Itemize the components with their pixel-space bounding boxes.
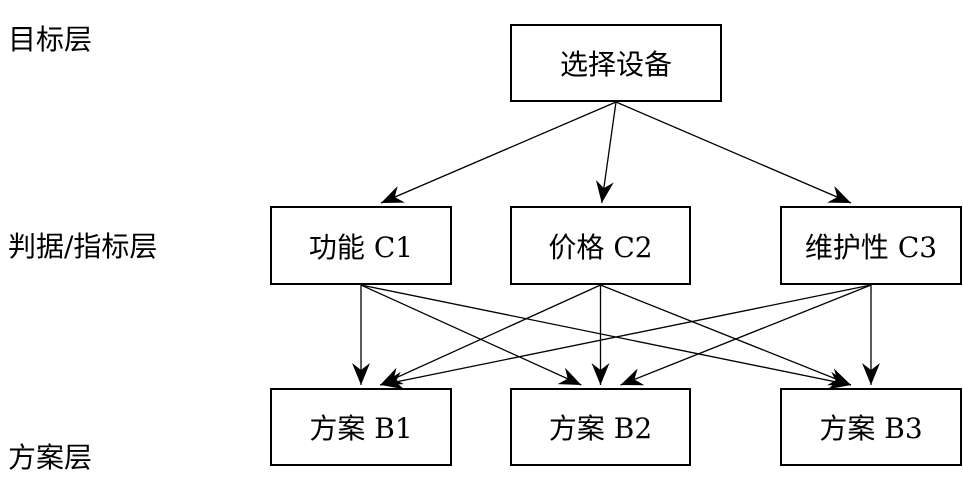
node-criterion-c1: 功能 C1 — [270, 206, 452, 285]
node-alternative-b3: 方案 B3 — [780, 388, 962, 466]
edge-c3-to-b1 — [380, 284, 872, 390]
edge-c3-to-b2 — [620, 284, 872, 386]
node-alternative-b1: 方案 B1 — [270, 388, 452, 466]
level-label-goal: 目标层 — [8, 23, 93, 56]
level-label-alternatives: 方案层 — [8, 441, 93, 474]
node-criterion-c2: 价格 C2 — [510, 206, 691, 285]
edge-goal-to-c3 — [615, 101, 852, 204]
node-criterion-c3: 维护性 C3 — [780, 206, 962, 285]
node-goal: 选择设备 — [510, 24, 722, 102]
level-label-criteria: 判据/指标层 — [8, 230, 158, 263]
edge-goal-to-c1 — [380, 101, 617, 204]
edge-goal-to-c2 — [595, 101, 617, 204]
edge-c1-to-b3 — [360, 284, 852, 390]
node-alternative-b2: 方案 B2 — [510, 388, 691, 466]
edge-c1-to-b2 — [360, 284, 582, 386]
edge-c2-to-b1 — [379, 284, 601, 386]
edge-c2-to-b3 — [600, 284, 852, 386]
